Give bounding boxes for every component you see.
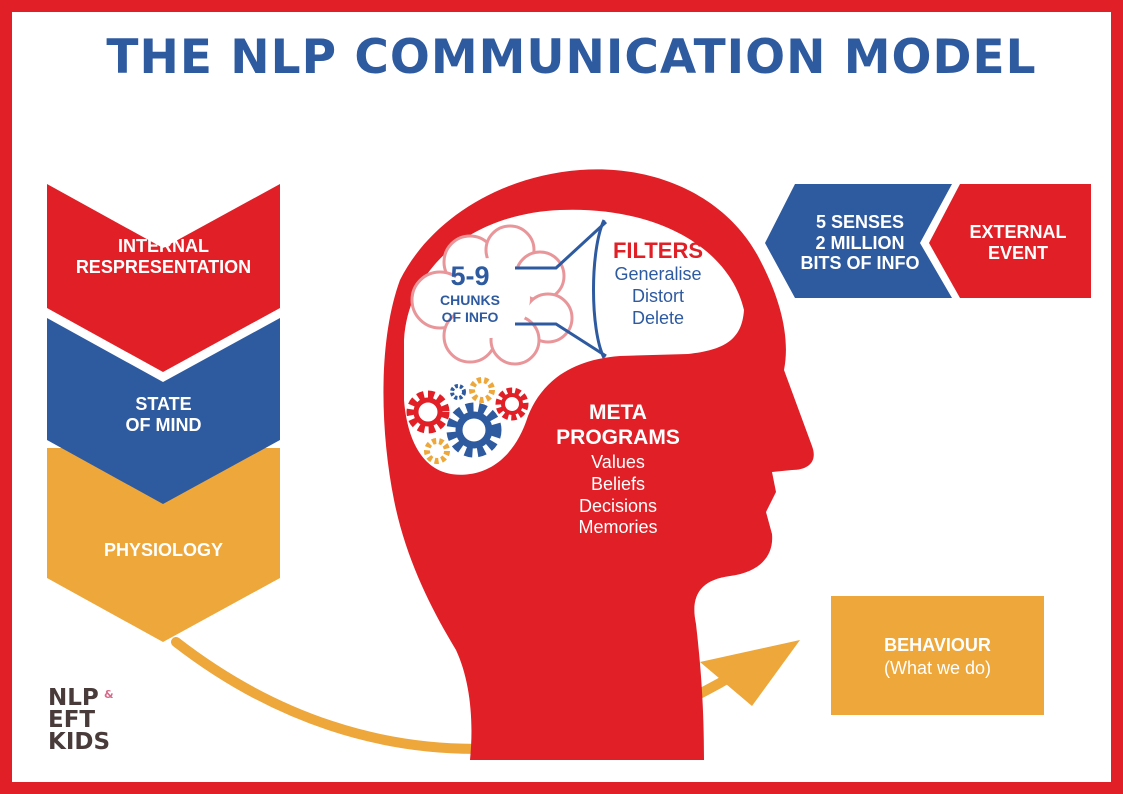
filter-funnel-icon bbox=[515, 219, 608, 359]
chunks-cloud-icon bbox=[410, 224, 574, 366]
state-line-2: OF MIND bbox=[125, 414, 202, 435]
logo-line-1: NLP bbox=[48, 685, 99, 711]
meta-item-decisions: Decisions bbox=[578, 495, 658, 516]
behaviour-box bbox=[831, 596, 1044, 715]
logo-ampersand: & bbox=[104, 688, 114, 701]
five-senses-label: 5 SENSES 2 MILLION BITS OF INFO bbox=[790, 212, 930, 274]
meta-item-values: Values bbox=[591, 452, 645, 473]
behaviour-subtitle: (What we do) bbox=[883, 658, 992, 679]
behaviour-label: BEHAVIOUR (What we do) bbox=[831, 634, 1044, 681]
event-line-1: EXTERNAL bbox=[969, 222, 1067, 242]
meta-title-2: PROGRAMS bbox=[556, 426, 680, 450]
logo-line-2: EFT bbox=[48, 706, 96, 733]
filters-title: FILTERS bbox=[612, 238, 704, 263]
physiology-label: PHYSIOLOGY bbox=[47, 540, 280, 561]
filters-item-3: Delete bbox=[631, 307, 685, 328]
senses-line-1: 5 SENSES bbox=[815, 212, 905, 232]
chunks-line-1: CHUNKS bbox=[440, 292, 500, 309]
filters-item-2: Distort bbox=[631, 285, 684, 306]
behaviour-arrow-head bbox=[700, 640, 800, 706]
state-of-mind-label: STATE OF MIND bbox=[47, 394, 280, 435]
meta-programs-label: META PROGRAMS Values Beliefs Decisions M… bbox=[538, 400, 698, 539]
senses-line-2: 2 MILLION bbox=[815, 232, 905, 253]
external-event-label: EXTERNAL EVENT bbox=[958, 222, 1078, 263]
chunks-number: 5-9 bbox=[450, 261, 490, 291]
gears-icon bbox=[406, 377, 529, 464]
filters-item-1: Generalise bbox=[614, 264, 702, 285]
filters-label: FILTERS Generalise Distort Delete bbox=[598, 238, 718, 329]
page-title: THE NLP COMMUNICATION MODEL bbox=[106, 30, 1037, 85]
physiology-chevron bbox=[47, 448, 280, 642]
internal-line-2: RESPRESENTATION bbox=[75, 256, 252, 277]
senses-line-3: BITS OF INFO bbox=[800, 253, 920, 274]
meta-item-memories: Memories bbox=[578, 517, 658, 538]
state-line-1: STATE bbox=[135, 394, 192, 414]
nlp-eft-kids-logo: NLP EFT KIDS & bbox=[48, 685, 114, 755]
physiology-text: PHYSIOLOGY bbox=[103, 540, 224, 560]
chunks-label: 5-9 CHUNKS OF INFO bbox=[420, 260, 520, 326]
state-of-mind-chevron bbox=[47, 318, 280, 504]
event-line-2: EVENT bbox=[987, 242, 1048, 263]
behaviour-title: BEHAVIOUR bbox=[884, 635, 991, 655]
internal-representation-chevron bbox=[47, 184, 280, 372]
five-senses-arrow bbox=[765, 184, 952, 298]
logo-line-3: KIDS bbox=[48, 728, 111, 755]
external-event-arrow bbox=[929, 184, 1091, 298]
chunks-line-2: OF INFO bbox=[441, 309, 499, 326]
internal-representation-label: INTERNAL RESPRESENTATION bbox=[47, 236, 280, 277]
meta-title-1: META bbox=[589, 401, 647, 424]
meta-item-beliefs: Beliefs bbox=[590, 473, 646, 494]
internal-line-1: INTERNAL bbox=[118, 236, 209, 256]
